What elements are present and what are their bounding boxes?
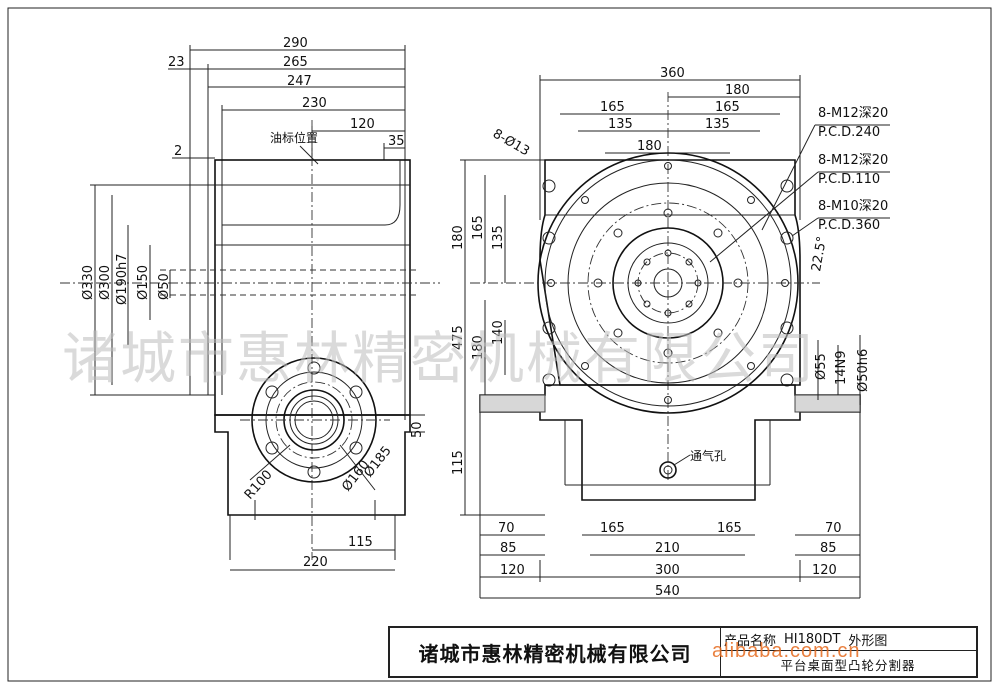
front-dim-140: 140 [491, 320, 506, 345]
side-dim-230: 230 [302, 96, 327, 111]
front-dim-165-bl: 165 [600, 521, 625, 536]
side-dim-265: 265 [283, 55, 308, 70]
front-dim-120-right: 120 [812, 563, 837, 578]
side-dim-120: 120 [350, 117, 375, 132]
front-dim-360: 360 [660, 66, 685, 81]
front-dim-475: 475 [451, 325, 466, 350]
front-dim-135a: 135 [608, 117, 633, 132]
side-dim-35: 35 [388, 134, 405, 149]
title-company-name: 诸城市惠林精密机械有限公司 [390, 628, 721, 676]
front-view: 360 180 165 165 135 135 180 8-Ø13 [451, 66, 890, 599]
side-dim-115: 115 [348, 535, 373, 550]
front-dim-165-br: 165 [717, 521, 742, 536]
front-dim-115: 115 [451, 450, 466, 475]
front-dim-540: 540 [655, 584, 680, 599]
callout-2-line2: P.C.D.110 [818, 172, 880, 187]
front-dim-165-left: 165 [471, 215, 486, 240]
callout-1-line2: P.C.D.240 [818, 125, 880, 140]
front-dim-d50h6: Ø50h6 [856, 349, 871, 392]
callout-3-line2: P.C.D.360 [818, 218, 880, 233]
side-dim-d300: Ø300 [98, 265, 113, 300]
side-dim-d150: Ø150 [136, 265, 151, 300]
front-dim-120-left: 120 [500, 563, 525, 578]
oil-gauge-note: 油标位置 [270, 130, 318, 145]
front-dim-85-left: 85 [500, 541, 517, 556]
front-dim-70-left: 70 [498, 521, 515, 536]
side-dim-d330: Ø330 [81, 265, 96, 300]
front-dim-165a: 165 [600, 100, 625, 115]
side-dim-220: 220 [303, 555, 328, 570]
side-dim-d50: Ø50 [157, 273, 172, 300]
front-dim-70-right: 70 [825, 521, 842, 536]
hole-note-8d13: 8-Ø13 [490, 126, 532, 159]
front-dim-165b: 165 [715, 100, 740, 115]
title-info: 产品名称 HI180DT 外形图 平台桌面型凸轮分割器 [720, 628, 976, 676]
flange-r100: R100 [242, 467, 276, 502]
callout-1-line1: 8-M12深20 [818, 106, 888, 121]
side-dim-290: 290 [283, 36, 308, 51]
side-dim-23: 23 [168, 55, 185, 70]
side-dim-2: 2 [174, 144, 182, 159]
front-dim-300: 300 [655, 563, 680, 578]
product-name-label: 产品名称 [724, 633, 777, 649]
title-block: 诸城市惠林精密机械有限公司 产品名称 HI180DT 外形图 平台桌面型凸轮分割… [388, 626, 978, 678]
front-dim-210: 210 [655, 541, 680, 556]
front-dim-135-left: 135 [491, 225, 506, 250]
side-view: 290 265 247 230 120 35 23 2 油标位置 Ø330 [60, 36, 440, 571]
side-dim-d190h7: Ø190h7 [115, 253, 130, 305]
side-dim-247: 247 [287, 74, 312, 89]
vent-note: 通气孔 [690, 448, 726, 463]
title-row-product: 产品名称 HI180DT 外形图 [720, 628, 976, 651]
front-dim-14n9: 14N9 [834, 350, 849, 385]
front-dim-180b: 180 [637, 139, 662, 154]
front-dim-d55: Ø55 [814, 353, 829, 380]
side-dim-50: 50 [410, 421, 425, 438]
product-model: HI180DT [784, 631, 841, 647]
angle-22-5: 22.5° [809, 235, 830, 273]
front-dim-180-upper: 180 [451, 225, 466, 250]
company-watermark: 诸城市惠林精密机械有限公司 [62, 327, 816, 392]
callout-3-line1: 8-M10深20 [818, 199, 888, 214]
callout-2-line1: 8-M12深20 [818, 153, 888, 168]
drawing-frame [7, 7, 992, 682]
front-dim-180a: 180 [725, 83, 750, 98]
front-dim-180-lower: 180 [471, 335, 486, 360]
front-dim-85-right: 85 [820, 541, 837, 556]
front-dim-135b: 135 [705, 117, 730, 132]
drawing-type: 外形图 [848, 633, 888, 649]
site-watermark: alibaba.com.cn [712, 640, 861, 662]
product-description: 平台桌面型凸轮分割器 [780, 657, 916, 673]
